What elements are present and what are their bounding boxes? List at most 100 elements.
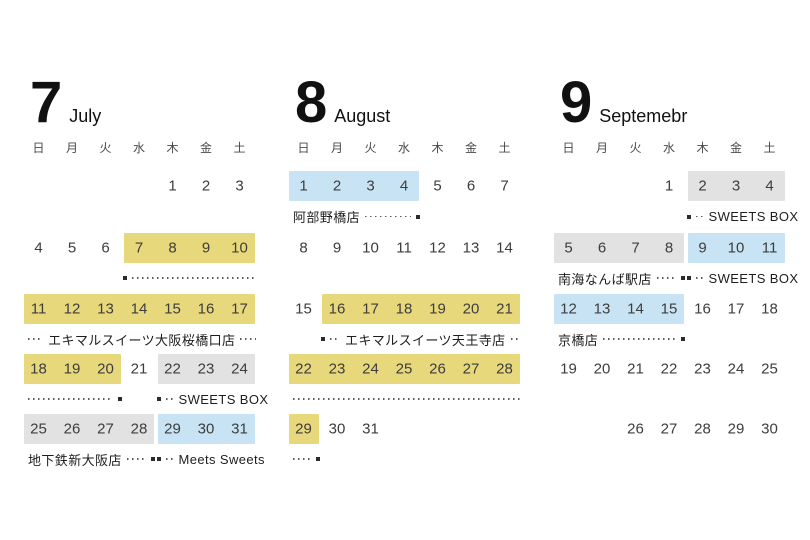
weekday-label: 水: [132, 141, 146, 155]
weekday-label: 火: [364, 141, 377, 155]
day-cell: 10: [231, 239, 248, 256]
day-cell: 31: [362, 420, 379, 437]
leader-dot-icon: [156, 457, 161, 461]
day-cell: 11: [396, 239, 412, 256]
day-cell: 1: [299, 177, 308, 195]
day-cell: 27: [660, 420, 678, 437]
day-cell: 28: [496, 360, 513, 377]
leader-line: [165, 398, 174, 400]
month-name: July: [69, 106, 102, 126]
leader-line: [695, 215, 704, 218]
annotation-segment: [123, 269, 256, 287]
day-cell: 22: [164, 360, 181, 377]
day-cell: 12: [429, 239, 446, 256]
annotation-label: 南海なんば駅店: [558, 271, 652, 287]
day-cell: 25: [30, 420, 47, 437]
day-cell: 21: [627, 360, 644, 377]
weekday-row: 日 月 火 水 木 金 土: [293, 139, 529, 155]
day-cell: 8: [168, 239, 177, 256]
day-cell: 30: [197, 420, 215, 437]
day-cell: 24: [727, 360, 745, 377]
annotation-row: [293, 390, 529, 408]
day-cell: 13: [462, 239, 480, 256]
highlight-band-b: [687, 232, 785, 263]
day-cell: 25: [761, 360, 778, 377]
highlight-band-g: [687, 171, 785, 201]
leader-line: [165, 458, 174, 460]
annotation-segment: SWEETS BOX: [156, 390, 268, 408]
highlight-band-b: [553, 293, 684, 324]
weekday-label: 土: [498, 141, 511, 155]
annotation-row: 阿部野橋店: [293, 208, 529, 226]
day-cell: 6: [101, 239, 110, 256]
month-number: 7: [30, 70, 62, 135]
highlight-band-y: [288, 413, 319, 444]
day-cell: 2: [201, 177, 211, 195]
day-cell: 29: [164, 420, 181, 437]
highlight-band-g: [553, 232, 684, 263]
leader-line: [603, 338, 676, 340]
leader-line: [240, 338, 256, 340]
day-cell: 4: [399, 177, 409, 195]
annotation-segment: エキマルスイーツ天王寺店: [321, 330, 521, 348]
weekday-label: 金: [199, 141, 213, 155]
highlight-band-b: [157, 413, 255, 444]
day-cell: 9: [201, 239, 211, 256]
weekday-label: 木: [431, 141, 444, 155]
day-cell: 4: [34, 239, 43, 256]
day-cell: 25: [395, 360, 413, 377]
day-cell: 5: [564, 239, 573, 256]
leader-dot-icon: [315, 457, 320, 461]
weekday-label: 水: [662, 141, 676, 155]
month-header: 9 Septemebr: [560, 74, 687, 132]
leader-line: [28, 398, 113, 400]
day-cell: 20: [462, 300, 480, 317]
day-cell: 11: [30, 300, 47, 317]
day-cell: 21: [130, 360, 148, 377]
annotation-row: 南海なんば駅店 SWEETS BOX: [558, 269, 798, 287]
day-cell: 6: [466, 177, 476, 195]
annotation-label: 京橋店: [558, 332, 599, 348]
annotation-row: エキマルスイーツ天王寺店: [293, 330, 529, 348]
day-cell: 6: [597, 239, 607, 256]
day-cell: 24: [231, 360, 248, 377]
day-cell: 27: [97, 420, 114, 437]
annotation-label: エキマルスイーツ天王寺店: [344, 332, 506, 348]
day-cell: 1: [168, 177, 177, 195]
leader-dot-icon: [681, 337, 685, 341]
day-cell: 27: [462, 360, 480, 377]
leader-line: [695, 277, 704, 279]
leader-dot-icon: [681, 276, 685, 280]
month-number: 8: [295, 70, 327, 135]
day-cell: 9: [698, 239, 707, 256]
day-cell: 8: [664, 239, 674, 256]
leader-dot-icon: [156, 397, 161, 401]
day-cell: 14: [627, 300, 644, 317]
annotation-segment: [28, 390, 122, 408]
highlight-band-y: [322, 293, 520, 324]
day-cell: 23: [197, 360, 215, 377]
day-cell: 20: [593, 360, 611, 377]
weekday-label: 土: [763, 141, 776, 155]
weekday-label: 火: [629, 141, 642, 155]
highlight-band-b: [288, 171, 419, 201]
day-cell: 12: [63, 300, 81, 317]
day-cell: 23: [328, 360, 346, 377]
day-cell: 14: [496, 239, 513, 256]
day-cell: 4: [765, 177, 774, 195]
annotation-segment: SWEETS BOX: [686, 269, 798, 287]
day-cell: 1: [664, 177, 674, 195]
annotation-row: エキマルスイーツ大阪桜橋口店: [28, 330, 264, 348]
weekday-label: 日: [32, 141, 45, 155]
day-cell: 3: [235, 177, 244, 195]
leader-line: [293, 398, 521, 400]
day-cell: 7: [631, 239, 640, 256]
day-cell: 16: [197, 300, 215, 317]
day-cell: 2: [332, 177, 342, 195]
highlight-band-g: [157, 353, 255, 384]
day-cell: 5: [433, 177, 442, 195]
